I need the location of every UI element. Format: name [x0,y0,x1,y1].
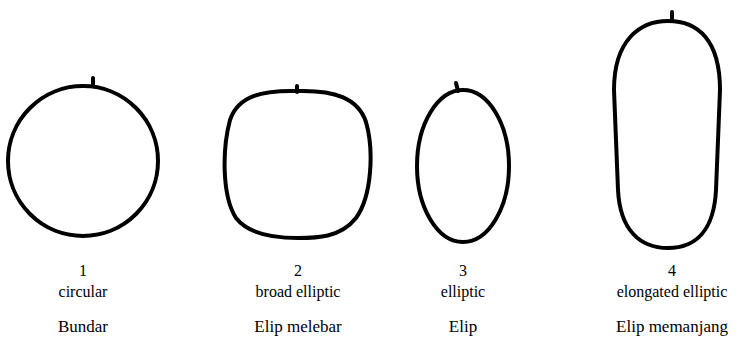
stem [670,12,674,21]
stem [456,83,458,91]
circular-outline [8,86,158,236]
shape-name-english: elongated elliptic [617,283,728,301]
broad-elliptic-outline [225,91,371,238]
shape-number: 4 [668,262,676,280]
shape-name-indonesian: Elip melebar [254,318,341,337]
shape-name-english: elliptic [441,283,485,301]
shape-number: 3 [459,262,467,280]
shape-name-indonesian: Elip memanjang [616,318,728,337]
shape-name-indonesian: Elip [449,318,477,337]
shape-number: 2 [294,262,302,280]
stem [91,78,95,86]
stem [295,86,299,92]
shape-name-english: broad elliptic [256,283,341,301]
shape-number: 1 [79,262,87,280]
elongated-elliptic-outline [614,21,720,248]
shape-name-indonesian: Bundar [58,318,108,337]
elliptic-outline [417,90,509,242]
shape-name-english: circular [59,283,108,301]
